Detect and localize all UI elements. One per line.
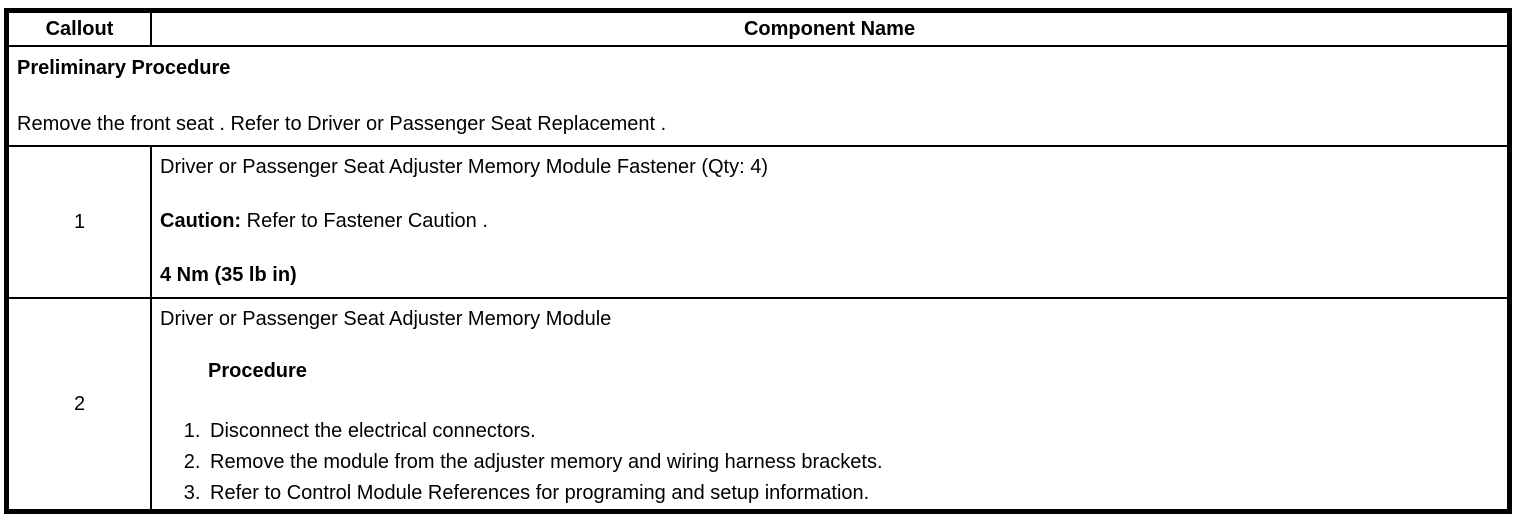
caution-label: Caution: bbox=[160, 210, 242, 232]
preliminary-procedure-row: Preliminary Procedure Remove the front s… bbox=[9, 47, 1507, 147]
component-table: Callout Component Name Preliminary Proce… bbox=[4, 8, 1512, 514]
procedure-step: Refer to Control Module References for p… bbox=[206, 481, 1497, 505]
component-cell: Driver or Passenger Seat Adjuster Memory… bbox=[152, 299, 1507, 509]
callout-cell: 1 bbox=[9, 147, 152, 297]
procedure-heading: Procedure bbox=[208, 360, 307, 382]
component-name-header-label: Component Name bbox=[743, 18, 916, 40]
table-header-row: Callout Component Name bbox=[9, 13, 1507, 47]
callout-number: 1 bbox=[73, 211, 86, 233]
preliminary-procedure-title: Preliminary Procedure bbox=[17, 57, 231, 79]
torque-spec: 4 Nm (35 lb in) bbox=[160, 264, 297, 286]
preliminary-procedure-text: Remove the front seat . Refer to Driver … bbox=[17, 113, 667, 135]
procedure-step: Disconnect the electrical connectors. bbox=[206, 419, 1497, 443]
callout-number: 2 bbox=[73, 393, 86, 415]
caution-text: Refer to Fastener Caution . bbox=[241, 210, 488, 232]
preliminary-procedure-cell: Preliminary Procedure Remove the front s… bbox=[9, 47, 1507, 136]
component-name-column-header: Component Name bbox=[152, 13, 1507, 45]
table-row: 1 Driver or Passenger Seat Adjuster Memo… bbox=[9, 147, 1507, 299]
procedure-steps: Disconnect the electrical connectors. Re… bbox=[160, 419, 1497, 505]
table-row: 2 Driver or Passenger Seat Adjuster Memo… bbox=[9, 299, 1507, 509]
component-name-text: Driver or Passenger Seat Adjuster Memory… bbox=[160, 156, 769, 178]
component-cell: Driver or Passenger Seat Adjuster Memory… bbox=[152, 147, 1507, 297]
procedure-step: Remove the module from the adjuster memo… bbox=[206, 450, 1497, 474]
callout-header-label: Callout bbox=[45, 18, 114, 40]
callout-column-header: Callout bbox=[9, 13, 152, 45]
component-name-text: Driver or Passenger Seat Adjuster Memory… bbox=[160, 308, 612, 330]
caution-line: Caution: Refer to Fastener Caution . bbox=[160, 209, 1497, 233]
callout-cell: 2 bbox=[9, 299, 152, 509]
